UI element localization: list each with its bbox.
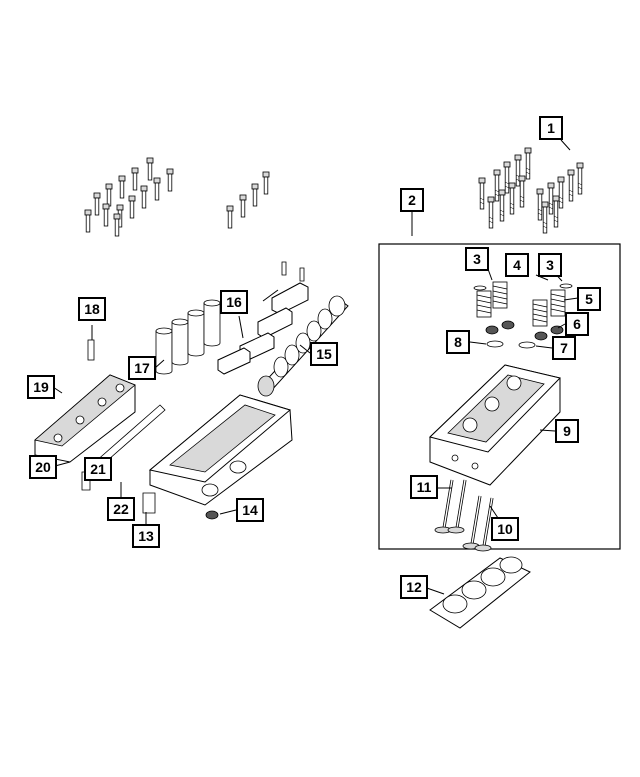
callout-4: 4 — [505, 253, 529, 277]
camshaft-bearing-caps — [217, 261, 309, 375]
head-gasket — [429, 556, 531, 629]
callout-label: 8 — [454, 334, 462, 350]
callout-label: 20 — [35, 459, 51, 475]
callout-label: 5 — [585, 291, 593, 307]
callout-20: 20 — [29, 455, 57, 479]
callout-label: 6 — [573, 316, 581, 332]
callout-8: 8 — [446, 330, 470, 354]
cam-cap-bolts-left — [84, 157, 174, 237]
callout-15: 15 — [310, 342, 338, 366]
callout-6: 6 — [565, 312, 589, 336]
callout-21: 21 — [84, 457, 112, 481]
callout-label: 15 — [316, 346, 332, 362]
callout-16: 16 — [220, 290, 248, 314]
valves — [433, 478, 494, 553]
callout-22: 22 — [107, 497, 135, 521]
callout-label: 4 — [513, 257, 521, 273]
callout-label: 7 — [560, 340, 568, 356]
callout-label: 3 — [546, 257, 554, 273]
callout-12: 12 — [400, 575, 428, 599]
callout-9: 9 — [555, 419, 579, 443]
callout-18: 18 — [78, 297, 106, 321]
callout-1: 1 — [539, 116, 563, 140]
callout-19: 19 — [27, 375, 55, 399]
callout-label: 2 — [408, 192, 416, 208]
valve-seals — [485, 320, 564, 349]
head-bolt-set — [478, 147, 584, 234]
callout-label: 9 — [563, 423, 571, 439]
callout-3-right: 3 — [538, 253, 562, 277]
cam-cap-bolts-middle — [226, 171, 270, 229]
callout-10: 10 — [491, 517, 519, 541]
callout-label: 13 — [138, 528, 154, 544]
hydraulic-lifters — [155, 299, 221, 375]
callout-label: 21 — [90, 461, 106, 477]
callout-label: 11 — [417, 479, 432, 495]
camshaft — [257, 295, 349, 397]
callout-label: 22 — [113, 501, 129, 517]
cylinder-head-upper — [429, 364, 561, 486]
callout-14: 14 — [236, 498, 264, 522]
callout-label: 3 — [473, 251, 481, 267]
valve-springs — [473, 281, 573, 327]
callout-label: 14 — [242, 502, 258, 518]
callout-label: 19 — [33, 379, 49, 395]
callout-2: 2 — [400, 188, 424, 212]
callout-label: 10 — [497, 521, 513, 537]
rocker-arm-assembly — [34, 339, 166, 514]
leader-lines — [52, 139, 579, 595]
callout-11: 11 — [410, 475, 438, 499]
callout-label: 17 — [134, 360, 150, 376]
callout-7: 7 — [552, 336, 576, 360]
callout-17: 17 — [128, 356, 156, 380]
callout-label: 1 — [547, 120, 555, 136]
callout-label: 12 — [406, 579, 422, 595]
cylinder-head-lower — [148, 394, 293, 520]
callout-13: 13 — [132, 524, 160, 548]
callout-5: 5 — [577, 287, 601, 311]
valve-train-kit-frame — [378, 243, 621, 550]
callout-label: 18 — [84, 301, 100, 317]
callout-3-left: 3 — [465, 247, 489, 271]
callout-label: 16 — [226, 294, 242, 310]
